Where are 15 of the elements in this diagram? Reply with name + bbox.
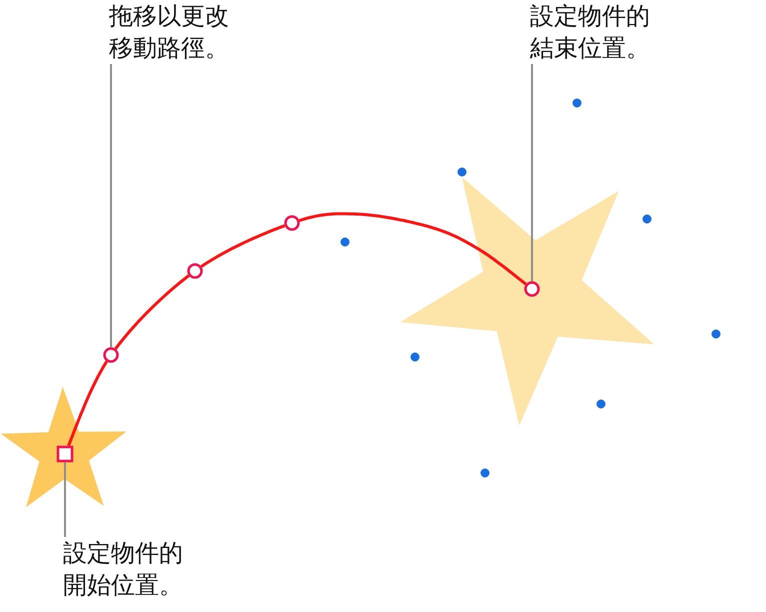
motion-path: [298, 212, 527, 286]
callout-text: 設定物件的開始位置。: [63, 537, 190, 601]
motion-path: [200, 224, 286, 268]
leader-line: [64, 462, 66, 537]
motion-path: [114, 274, 190, 350]
path-handle: [524, 281, 540, 297]
path-handle: [187, 263, 203, 279]
leader-line: [531, 64, 533, 282]
motion-path: [67, 360, 108, 446]
callout-text: 拖移以更改移動路徑。: [109, 0, 236, 64]
callout-text: 設定物件的結束位置。: [530, 0, 658, 64]
path-handle: [103, 347, 119, 363]
start-point-handle: [56, 446, 74, 462]
leader-line: [110, 64, 112, 348]
path-handle: [284, 215, 300, 231]
